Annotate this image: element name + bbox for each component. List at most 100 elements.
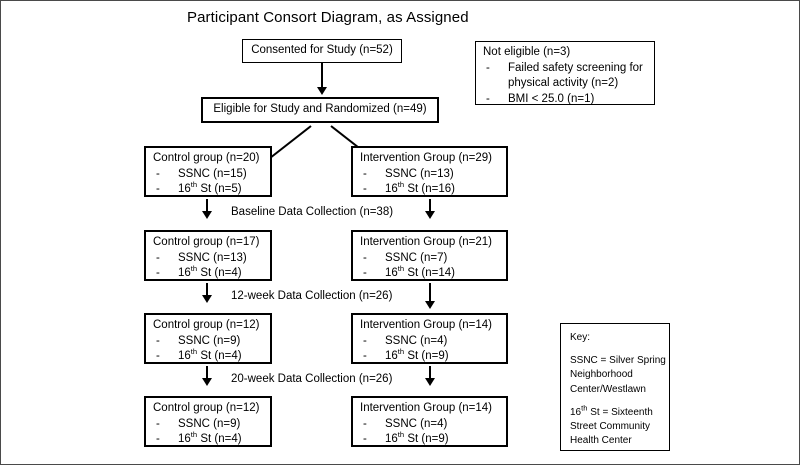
node-eligible-randomized-text: Eligible for Study and Randomized (n=49) — [213, 103, 427, 115]
control-2-ssnc: SSNC (n=13) — [178, 252, 247, 265]
arrowhead-intervention-baseline — [425, 211, 435, 219]
intervention-4-ssnc: SSNC (n=4) — [385, 418, 448, 431]
intervention-3-16th-st: 16th St (n=9) — [385, 347, 449, 363]
not-eligible-reason-2: BMI < 25.0 (n=1) — [508, 92, 595, 105]
not-eligible-reason-1-line1: Failed safety screening for — [508, 62, 643, 75]
list-item: - Failed safety screening for — [483, 61, 648, 76]
bullet-dash: - — [156, 418, 160, 431]
connector-intervention-baseline — [429, 199, 431, 213]
control-4-ssnc: SSNC (n=9) — [178, 418, 241, 431]
bullet-dash: - — [156, 433, 160, 446]
step-label-12week: 12-week Data Collection (n=26) — [231, 290, 393, 302]
arrowhead-intervention-12week — [425, 301, 435, 309]
connector-intervention-12week — [429, 283, 431, 303]
bullet-dash: - — [156, 183, 160, 196]
bullet-dash: - — [156, 335, 160, 348]
bullet-dash: - — [486, 92, 490, 105]
node-not-eligible-list: - Failed safety screening for physical ac… — [483, 61, 648, 107]
node-intervention-group-randomized-title: Intervention Group (n=29) — [360, 152, 493, 164]
list-item: - BMI < 25.0 (n=1) — [483, 92, 648, 107]
ordinal-suffix: th — [581, 403, 588, 413]
list-item: -16th St (n=4) — [153, 347, 264, 364]
node-control-group-randomized: Control group (n=20) - SSNC (n=15) - 16th … — [144, 146, 272, 197]
node-eligible-randomized: Eligible for Study and Randomized (n=49) — [201, 97, 439, 123]
connector-control-baseline — [206, 199, 208, 213]
bullet-dash: - — [363, 335, 367, 348]
control-1-16th-st: 16th St (n=5) — [178, 180, 242, 196]
list-item: -SSNC (n=7) — [360, 251, 500, 266]
list-item: -SSNC (n=4) — [360, 334, 500, 349]
list-item: - 16th St (n=4) — [153, 430, 264, 447]
control-4-16th-st: 16th St (n=4) — [178, 430, 242, 446]
legend-key-box: Key: SSNC = Silver Spring Neighborhood C… — [560, 323, 670, 451]
list-item: - 16th St (n=4) — [153, 264, 264, 281]
legend-heading: Key: — [570, 332, 591, 343]
ordinal-suffix: th — [397, 430, 405, 440]
node-intervention-group-12week: Intervention Group (n=14) -SSNC (n=4) - 1… — [351, 313, 508, 364]
legend-16th-st-line-3: Health Center — [570, 435, 632, 447]
not-eligible-reason-1-line2: physical activity (n=2) — [508, 77, 619, 90]
node-control-group-baseline-title: Control group (n=17) — [153, 236, 260, 248]
node-intervention-group-12week-title: Intervention Group (n=14) — [360, 319, 493, 331]
ordinal-suffix: th — [190, 347, 198, 357]
arrowhead-intervention-20week — [425, 378, 435, 386]
node-intervention-group-randomized: Intervention Group (n=29) - SSNC (n=13) -… — [351, 146, 508, 197]
legend-ssnc-line-1: SSNC = Silver Spring — [570, 355, 666, 367]
node-control-group-12week-title: Control group (n=12) — [153, 319, 260, 331]
legend-ssnc-line-3: Center/Westlawn — [570, 383, 646, 395]
bullet-dash: - — [363, 350, 367, 363]
ordinal-suffix: th — [397, 264, 405, 274]
ordinal-suffix: th — [190, 430, 198, 440]
list-item: - SSNC (n=15) — [153, 167, 264, 182]
list-item: - 16th St (n=9) — [360, 347, 500, 364]
list-item: - SSNC (n=4) — [360, 417, 500, 432]
arrowhead-control-20week — [202, 378, 212, 386]
intervention-2-16th-st: 16th St (n=14) — [385, 264, 455, 280]
bullet-dash: - — [156, 168, 160, 181]
connector-control-12week — [206, 283, 208, 297]
bullet-dash: - — [363, 418, 367, 431]
step-label-20week: 20-week Data Collection (n=26) — [231, 373, 393, 385]
connector-consented-to-eligible — [321, 63, 323, 89]
node-control-group-randomized-title: Control group (n=20) — [153, 152, 260, 164]
bullet-dash: - — [486, 62, 490, 75]
legend-16th-st-line-2: Street Community — [570, 420, 651, 432]
control-2-16th-st: 16th St (n=4) — [178, 264, 242, 280]
list-item: - 16th St (n=9) — [360, 430, 500, 447]
node-control-group-12week: Control group (n=12) - SSNC (n=9) -16th S… — [144, 313, 272, 364]
node-consented-for-study: Consented for Study (n=52) — [242, 39, 402, 63]
arrowhead-control-baseline — [202, 211, 212, 219]
control-1-ssnc: SSNC (n=15) — [178, 168, 247, 181]
node-intervention-group-baseline-title: Intervention Group (n=21) — [360, 236, 493, 248]
bullet-dash: - — [156, 267, 160, 280]
ordinal-suffix: th — [397, 180, 405, 190]
step-label-baseline: Baseline Data Collection (n=38) — [231, 206, 394, 218]
list-item: - SSNC (n=13) — [360, 167, 500, 182]
list-item: - 16th St (n=5) — [153, 180, 264, 197]
node-control-group-baseline: Control group (n=17) - SSNC (n=13) - 16th … — [144, 230, 272, 281]
bullet-dash: - — [156, 350, 160, 363]
bullet-dash: - — [363, 183, 367, 196]
ordinal-suffix: th — [397, 347, 405, 357]
connector-intervention-20week — [429, 366, 431, 380]
node-not-eligible-title: Not eligible (n=3) — [483, 46, 571, 58]
intervention-2-ssnc: SSNC (n=7) — [385, 252, 448, 265]
legend-spacer — [570, 345, 661, 354]
intervention-1-16th-st: 16th St (n=16) — [385, 180, 455, 196]
legend-16th-st-line-1: 16th St = Sixteenth — [570, 403, 653, 418]
intervention-1-ssnc: SSNC (n=13) — [385, 168, 454, 181]
list-item: - SSNC (n=9) — [153, 334, 264, 349]
list-item: - SSNC (n=9) — [153, 417, 264, 432]
figure-title: Participant Consort Diagram, as Assigned — [187, 9, 469, 26]
arrowhead-consented-to-eligible — [317, 87, 327, 95]
ordinal-suffix: th — [190, 264, 198, 274]
ordinal-suffix: th — [190, 180, 198, 190]
control-3-ssnc: SSNC (n=9) — [178, 335, 241, 348]
bullet-dash: - — [363, 433, 367, 446]
bullet-dash: - — [363, 267, 367, 280]
node-consented-for-study-text: Consented for Study (n=52) — [251, 44, 393, 56]
bullet-dash: - — [363, 168, 367, 181]
intervention-4-16th-st: 16th St (n=9) — [385, 430, 449, 446]
list-item: - 16th St (n=16) — [360, 180, 500, 197]
